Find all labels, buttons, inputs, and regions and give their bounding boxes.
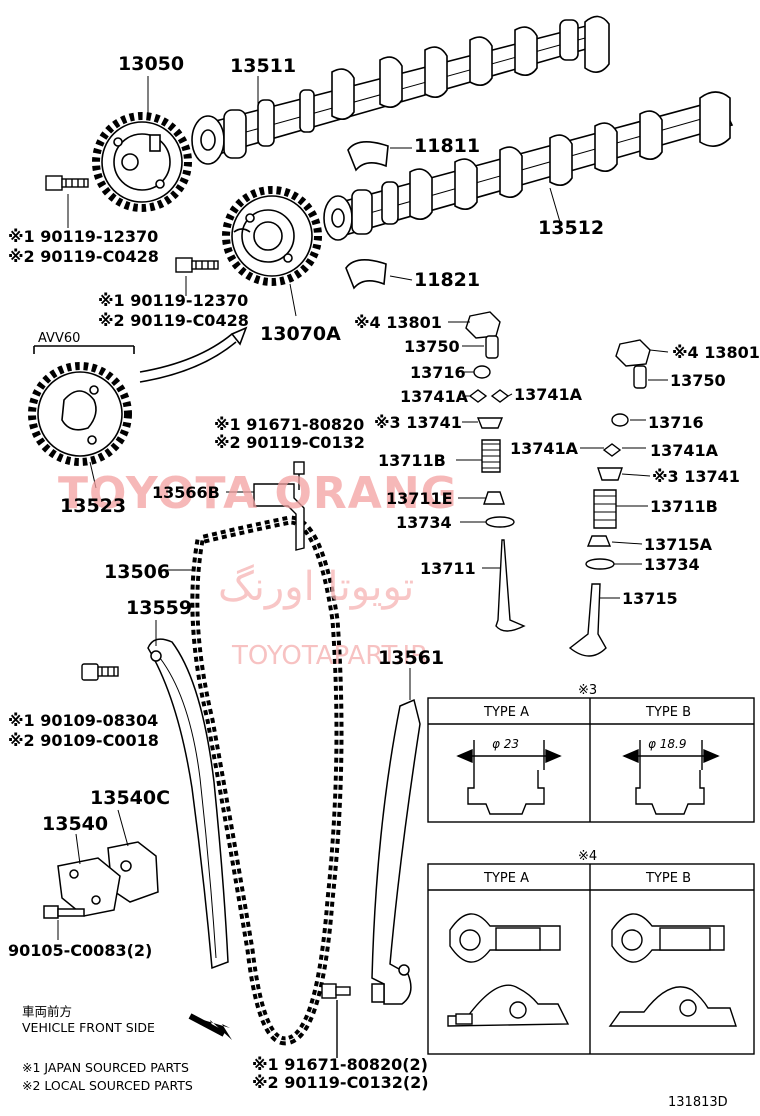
label-13559: 13559	[126, 597, 192, 619]
label-13561: 13561	[378, 647, 444, 669]
box4-type-a: TYPE A	[483, 871, 529, 886]
bolt-icon	[81, 663, 119, 681]
label-bolt2-local: ※2 90119-C0428	[98, 311, 249, 330]
box3-mark: ※3	[578, 683, 597, 698]
label-13734-right: 13734	[644, 555, 700, 574]
label-front-en: VEHICLE FRONT SIDE	[22, 1020, 155, 1035]
chain-slipper-13559	[147, 638, 229, 970]
box3-type-b: TYPE B	[645, 705, 691, 720]
legend-local: ※2 LOCAL SOURCED PARTS	[22, 1078, 193, 1093]
label-13715a: 13715A	[644, 535, 713, 554]
label-13511: 13511	[230, 55, 296, 77]
label-13070a: 13070A	[260, 323, 341, 345]
label-13715: 13715	[622, 589, 678, 608]
label-13711: 13711	[420, 559, 476, 578]
label-13741a-right-2: 13741A	[650, 441, 719, 460]
vehicle-front-arrow-icon	[188, 1013, 232, 1040]
label-13741a-left-1: 13741A	[400, 387, 469, 406]
label-13750-right: 13750	[670, 371, 726, 390]
label-bolt4-japan: ※1 90109-08304	[8, 711, 158, 730]
label-avv60: AVV60	[38, 331, 80, 346]
label-11821: 11821	[414, 269, 480, 291]
label-13716-left: 13716	[410, 363, 466, 382]
label-11811: 11811	[414, 135, 480, 157]
label-bolt6-japan: ※1 91671-80820(2)	[252, 1055, 428, 1074]
label-bolt5: 90105-C0083(2)	[8, 941, 152, 960]
label-13741a-right-1: 13741A	[510, 439, 579, 458]
watermark-brand: TOYOTA ORANG	[58, 468, 458, 519]
label-13801-right: ※4 13801	[672, 343, 760, 362]
label-13506: 13506	[104, 561, 170, 583]
label-13741-left: ※3 13741	[374, 413, 462, 432]
bolt-icon	[175, 257, 219, 273]
bolt-icon	[45, 175, 89, 191]
chain-tensioner-13540	[43, 841, 159, 919]
label-13711e: 13711E	[386, 489, 453, 508]
chain-guide-13566b	[253, 461, 305, 551]
box3-type-a: TYPE A	[483, 705, 529, 720]
label-13750-left: 13750	[404, 337, 460, 356]
label-bolt2-japan: ※1 90119-12370	[98, 291, 248, 310]
label-13512: 13512	[538, 217, 604, 239]
label-13716-right: 13716	[648, 413, 704, 432]
cam-sprocket-13070a	[222, 186, 322, 286]
valve-train-right	[568, 339, 651, 657]
label-13741-right: ※3 13741	[652, 467, 740, 486]
legend-japan: ※1 JAPAN SOURCED PARTS	[22, 1060, 189, 1075]
label-13540: 13540	[42, 813, 108, 835]
box3-dim-b: φ 18.9	[648, 737, 686, 751]
label-front-jp: 車両前方	[22, 1004, 72, 1019]
label-bolt4-local: ※2 90109-C0018	[8, 731, 159, 750]
detail-box-type-4	[427, 863, 755, 1055]
watermark: TOYOTA ORANG تویوتا اورنگ TOYOTAPART.IR	[58, 468, 458, 671]
watermark-url: TOYOTAPART.IR	[231, 641, 428, 671]
label-bolt3-local: ※2 90119-C0132	[214, 433, 365, 452]
label-bolt6-local: ※2 90119-C0132(2)	[252, 1073, 429, 1092]
bearing-11821	[345, 259, 387, 290]
camshaft-13511	[191, 15, 610, 165]
label-13801-left: ※4 13801	[354, 313, 442, 332]
label-bolt1-local: ※2 90119-C0428	[8, 247, 159, 266]
label-bolt1-japan: ※1 90119-12370	[8, 227, 158, 246]
cam-sprocket-13050	[92, 112, 192, 212]
label-13711b-left: 13711B	[378, 451, 446, 470]
box3-dim-a: φ 23	[492, 737, 519, 751]
watermark-persian: تویوتا اورنگ	[218, 564, 414, 610]
valve-train-left	[465, 311, 526, 632]
figure-code: 131813D	[668, 1095, 728, 1110]
label-13523: 13523	[60, 495, 126, 517]
leader-lines	[57, 76, 669, 940]
bearing-11811	[347, 141, 389, 172]
timing-chain-13506	[190, 515, 344, 1046]
label-bolt3-japan: ※1 91671-80820	[214, 415, 364, 434]
bolt-icon	[321, 983, 351, 1058]
label-13050: 13050	[118, 53, 184, 75]
label-13734-left: 13734	[396, 513, 452, 532]
label-13566b: 13566B	[152, 483, 220, 502]
part-labels: 13050 13511 11811 13512 11821 13070A ※1 …	[8, 53, 760, 1110]
label-13741a-left-2: 13741A	[514, 385, 583, 404]
detail-box-type-3	[427, 697, 755, 823]
box4-mark: ※4	[578, 849, 597, 864]
crank-sprocket-13523	[28, 326, 248, 466]
box4-type-b: TYPE B	[645, 871, 691, 886]
label-13540c: 13540C	[90, 787, 170, 809]
camshaft-13512	[323, 91, 734, 241]
label-13711b-right: 13711B	[650, 497, 718, 516]
chain-guide-13561	[371, 698, 421, 1005]
